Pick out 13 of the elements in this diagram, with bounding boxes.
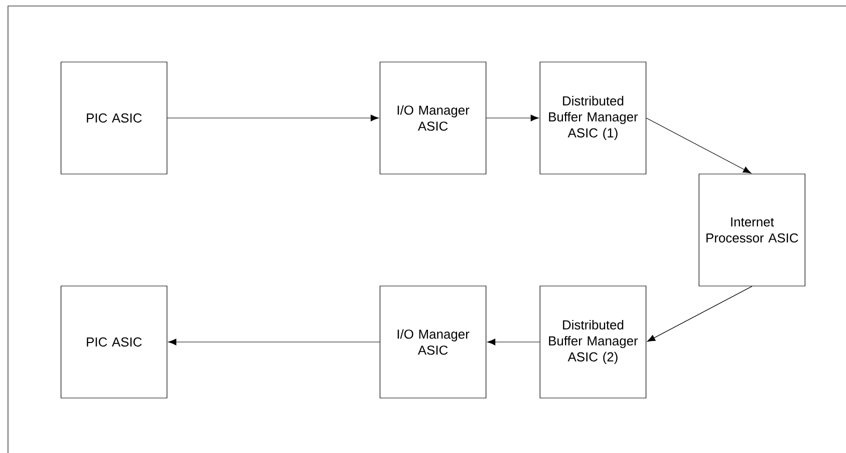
arrow [486, 114, 539, 122]
asic-box: Distributed Buffer Manager ASIC (1) [540, 62, 646, 174]
asic-box: I/O Manager ASIC [380, 286, 486, 398]
asic-box: Distributed Buffer Manager ASIC (2) [540, 286, 646, 398]
arrow [168, 338, 380, 346]
asic-box: PIC ASIC [60, 286, 168, 398]
arrow [487, 338, 540, 346]
arrow [646, 118, 752, 174]
asic-box: I/O Manager ASIC [380, 62, 486, 174]
arrow [647, 286, 752, 342]
asic-box: Internet Processor ASIC [698, 174, 806, 286]
arrow [167, 114, 379, 122]
asic-box: PIC ASIC [60, 62, 168, 174]
